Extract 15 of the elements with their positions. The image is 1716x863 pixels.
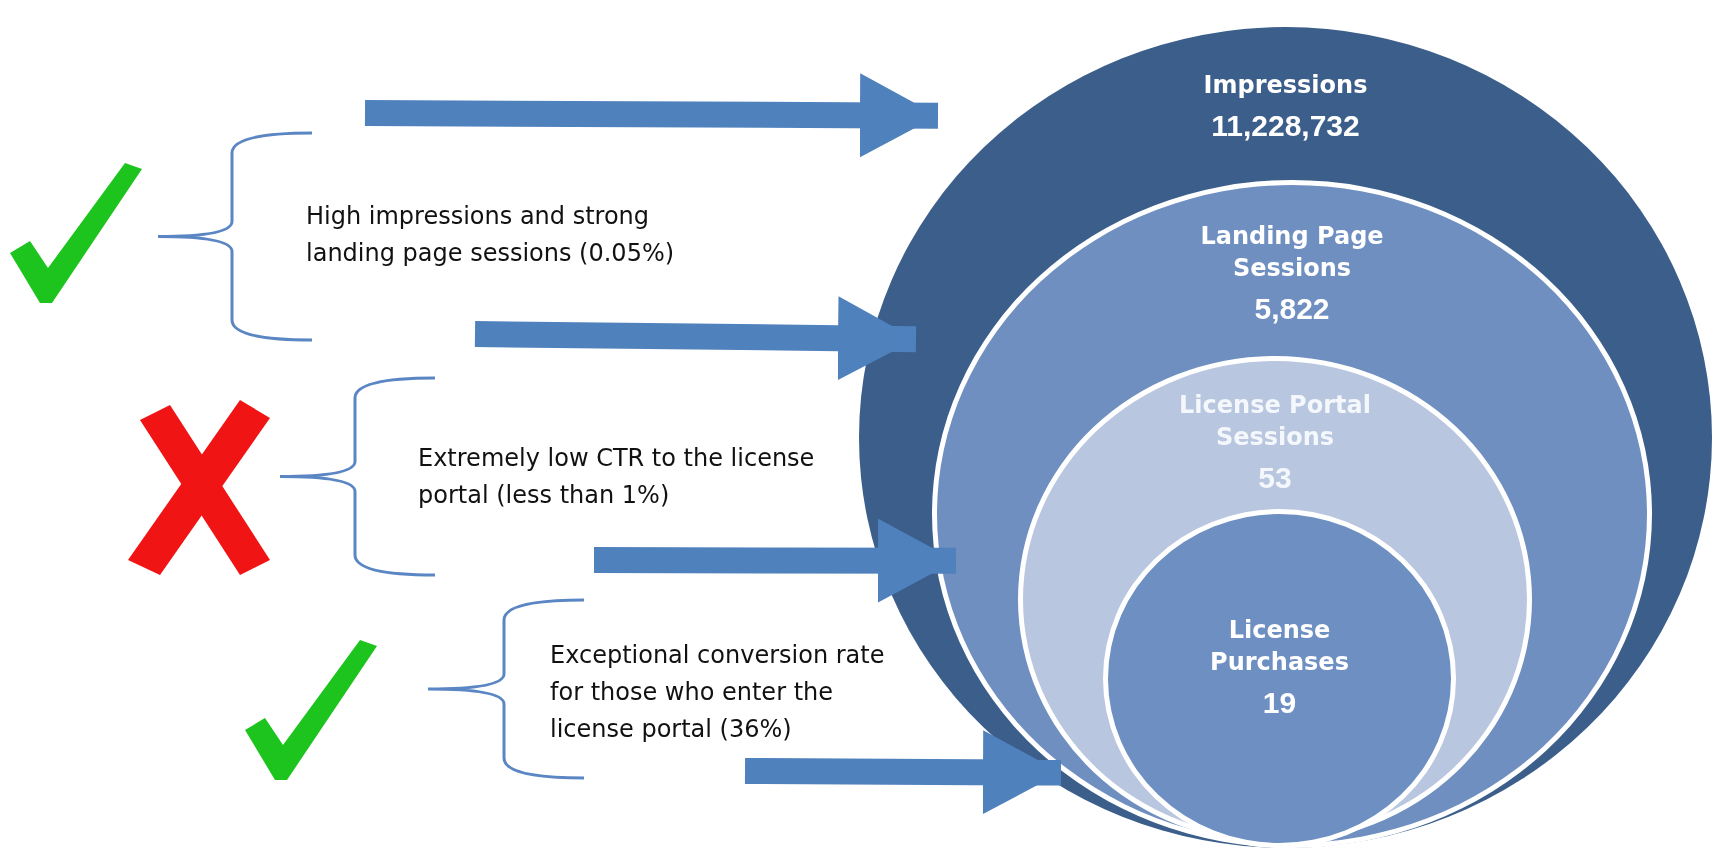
note-text: High impressions and strong landing page sessions (0.05%) (306, 201, 676, 269)
arrow (474, 296, 917, 381)
note-text: Extremely low CTR to the license portal (less than 1%) (418, 443, 816, 511)
stage-name: License Portal Sessions (1178, 390, 1372, 453)
arrow (364, 73, 939, 158)
stage-count: 19 (1261, 686, 1298, 720)
arrow (744, 730, 1062, 815)
stage-count: 11,228,732 (1210, 109, 1361, 143)
note-text: Exceptional conversion rate for those who enter the license portal (36%) (550, 640, 886, 745)
stage-name: Landing Page Sessions (1199, 221, 1385, 284)
stage-count: 53 (1257, 461, 1293, 495)
stage-count: 5,822 (1253, 292, 1331, 326)
arrow (593, 518, 957, 603)
stage-name: Impressions (1202, 70, 1369, 101)
stage-name: License Purchases (1209, 615, 1350, 678)
